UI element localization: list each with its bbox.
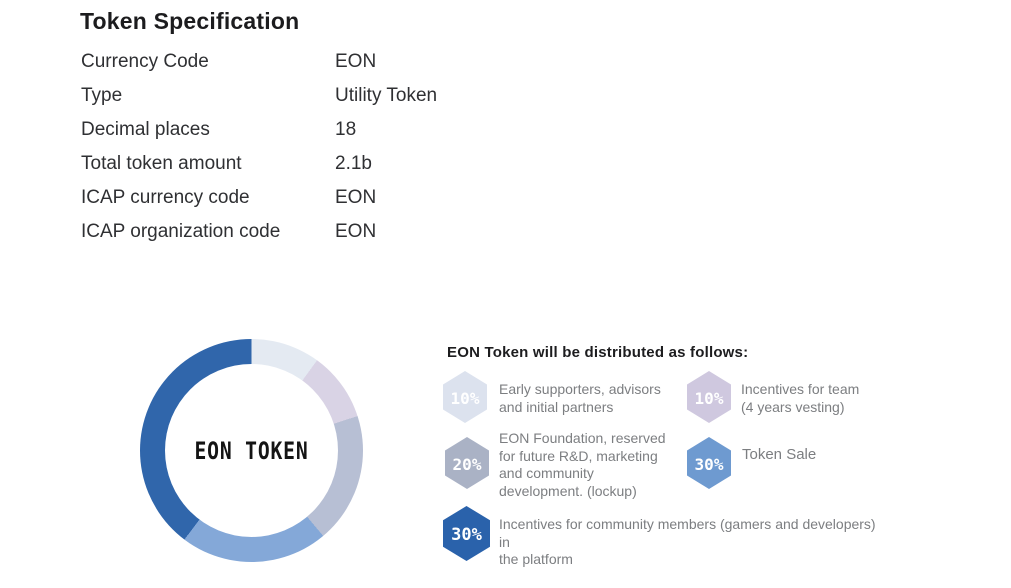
hex-percent-label: 30% xyxy=(694,454,724,474)
legend-label-token-sale: Token Sale xyxy=(742,446,817,463)
table-row: Type Utility Token xyxy=(81,85,437,119)
legend-label-early-supporters: Early supporters, advisors and initial p… xyxy=(499,381,661,415)
spec-label: ICAP organization code xyxy=(81,221,281,242)
spec-value: Utility Token xyxy=(335,85,438,106)
spec-label: Type xyxy=(81,85,123,106)
table-row: Decimal places 18 xyxy=(81,119,437,153)
table-row: ICAP organization code EON xyxy=(81,221,437,255)
spec-value: EON xyxy=(335,187,377,208)
hexagon-badge-30pct-token-sale: 30% xyxy=(687,437,731,489)
spec-value: EON xyxy=(335,51,377,72)
donut-chart: EON TOKEN xyxy=(140,339,363,562)
hexagon-badge-10pct-team-incentives: 10% xyxy=(687,371,731,423)
legend-label-foundation: EON Foundation, reserved for future R&D,… xyxy=(499,430,666,499)
legend-label-team-incentives: Incentives for team (4 years vesting) xyxy=(741,381,860,415)
spec-table: Currency Code EON Type Utility Token Dec… xyxy=(81,51,437,255)
page-title: Token Specification xyxy=(80,8,300,34)
spec-value: 18 xyxy=(335,119,357,140)
table-row: ICAP currency code EON xyxy=(81,187,437,221)
hexagon-badge-20pct-foundation: 20% xyxy=(445,437,489,489)
hex-percent-label: 10% xyxy=(450,388,480,408)
spec-label: Currency Code xyxy=(81,51,209,72)
legend-label-community: Incentives for community members (gamers… xyxy=(499,516,876,567)
hex-percent-label: 30% xyxy=(451,524,482,545)
spec-label: Decimal places xyxy=(81,119,210,140)
hexagon-badge-30pct-community: 30% xyxy=(443,506,490,561)
spec-value: EON xyxy=(335,221,377,242)
hexagon-badge-10pct-early-supporters: 10% xyxy=(443,371,487,423)
donut-hole xyxy=(165,364,338,537)
donut-center-label: EON TOKEN xyxy=(194,436,309,465)
distribution-heading: EON Token will be distributed as follows… xyxy=(447,344,749,361)
table-row: Currency Code EON xyxy=(81,51,437,85)
hex-percent-label: 10% xyxy=(694,388,724,408)
spec-label: Total token amount xyxy=(81,153,242,174)
spec-value: 2.1b xyxy=(335,153,372,174)
table-row: Total token amount 2.1b xyxy=(81,153,437,187)
spec-label: ICAP currency code xyxy=(81,187,250,208)
hex-percent-label: 20% xyxy=(452,454,482,474)
